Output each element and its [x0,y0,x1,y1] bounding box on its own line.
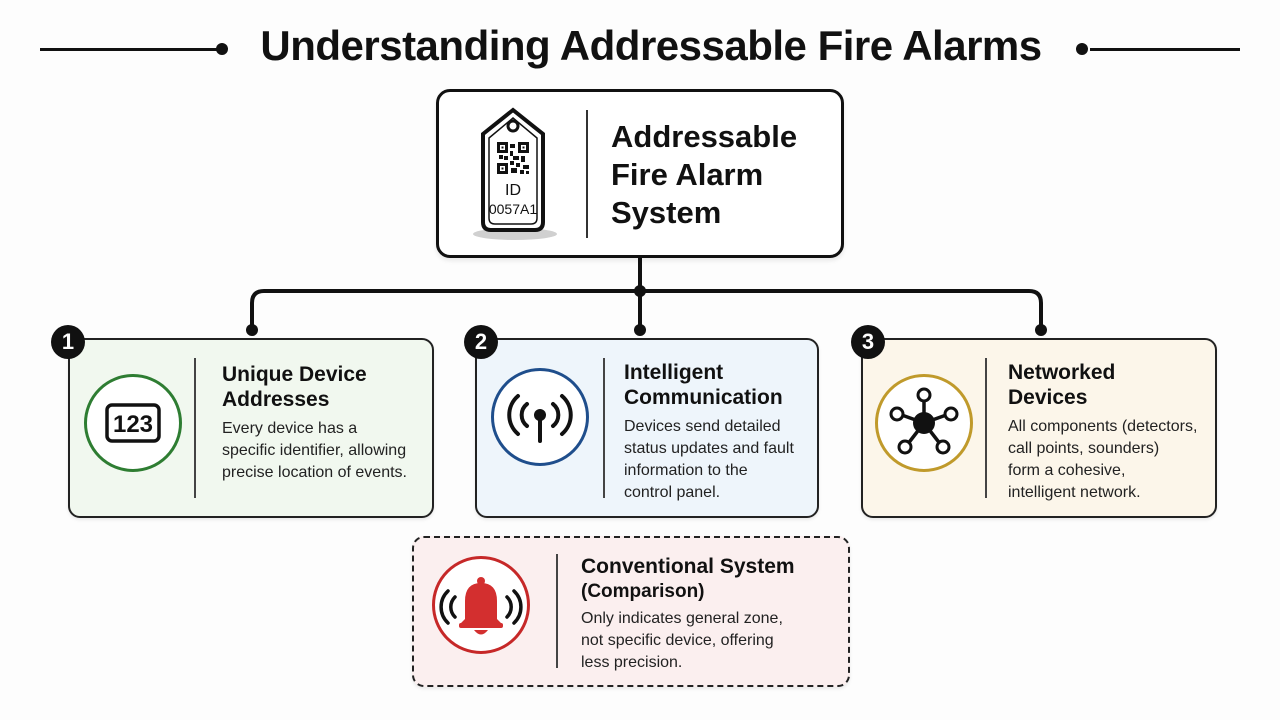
card-heading: Unique Device Addresses [222,362,367,412]
title-rule-left [40,48,218,51]
card-heading: Networked Devices [1008,360,1115,410]
wireless-signal-icon [507,394,573,443]
card-networked-devices: Networked Devices All components (detect… [861,338,1217,518]
card-divider [194,358,196,498]
card-body-line: Devices send detailed [624,418,781,435]
card-body-line: not specific device, offering [581,632,774,649]
main-system-box: ID 0057A1 Addressable Fire Alarm System [436,89,844,258]
card-icon-circle [875,374,973,472]
card-icon-circle [491,368,589,466]
card-body-line: information to the [624,462,748,479]
connector-end-dot [246,324,258,336]
card-icon-circle: 123 [84,374,182,472]
card-heading-line: Conventional System [581,555,795,578]
connector-end-dot [1035,324,1047,336]
card-divider [603,358,605,498]
card-body-line: specific identifier, allowing [222,442,407,459]
step-badge-1: 1 [51,325,85,359]
card-body-line: less precision. [581,654,683,671]
icon-123-text: 123 [113,411,153,438]
card-heading-line: Devices [1008,386,1088,409]
card-heading: Intelligent Communication [624,360,783,410]
step-badge-3: 3 [851,325,885,359]
main-title-line: Fire Alarm [611,157,764,192]
card-icon-circle [432,556,530,654]
qr-id-tag-icon: ID 0057A1 [473,107,557,240]
main-title-line: Addressable [611,119,798,154]
tag-id-label: ID [505,182,521,199]
card-body-line: Every device has a [222,420,358,437]
network-hub-icon [889,387,959,455]
card-body: All components (detectors, call points, … [1008,416,1197,504]
card-heading-line: (Comparison) [581,581,705,602]
alarm-bell-icon [439,577,523,635]
card-divider [985,358,987,498]
title-dot-left [216,43,228,55]
card-unique-device-addresses: 123 Unique Device Addresses Every device… [68,338,434,518]
tag-id-value: 0057A1 [489,201,537,217]
card-body-line: precise location of events. [222,464,407,481]
card-body: Every device has a specific identifier, … [222,418,407,484]
card-body-line: All components (detectors, [1008,418,1198,435]
card-body-line: Only indicates general zone, [581,610,783,627]
card-conventional-system-comparison: Conventional System (Comparison) Only in… [412,536,850,687]
card-body: Devices send detailed status updates and… [624,416,794,504]
step-badge-2: 2 [464,325,498,359]
card-heading: Conventional System (Comparison) [581,554,795,604]
title-bar: Understanding Addressable Fire Alarms [0,18,1280,82]
page-title: Understanding Addressable Fire Alarms [260,22,1042,69]
card-heading-line: Intelligent [624,361,724,384]
card-body: Only indicates general zone, not specifi… [581,608,783,674]
card-body-line: control panel. [624,484,721,501]
card-body-line: status updates and fault [624,440,794,457]
connector-end-dot [634,324,646,336]
card-divider [556,554,558,668]
main-box-title: Addressable Fire Alarm System [611,118,831,232]
junction-dot [634,285,646,297]
card-intelligent-communication: Intelligent Communication Devices send d… [475,338,819,518]
card-body-line: intelligent network. [1008,484,1141,501]
card-heading-line: Networked [1008,361,1116,384]
main-box-divider [586,110,588,238]
card-heading-line: Addresses [222,388,330,411]
card-heading-line: Communication [624,386,783,409]
card-body-line: form a cohesive, [1008,462,1126,479]
number-123-icon: 123 [105,403,161,443]
title-rule-right [1090,48,1240,51]
card-heading-line: Unique Device [222,363,367,386]
card-body-line: call points, sounders) [1008,440,1160,457]
title-dot-right [1076,43,1088,55]
main-title-line: System [611,195,722,230]
